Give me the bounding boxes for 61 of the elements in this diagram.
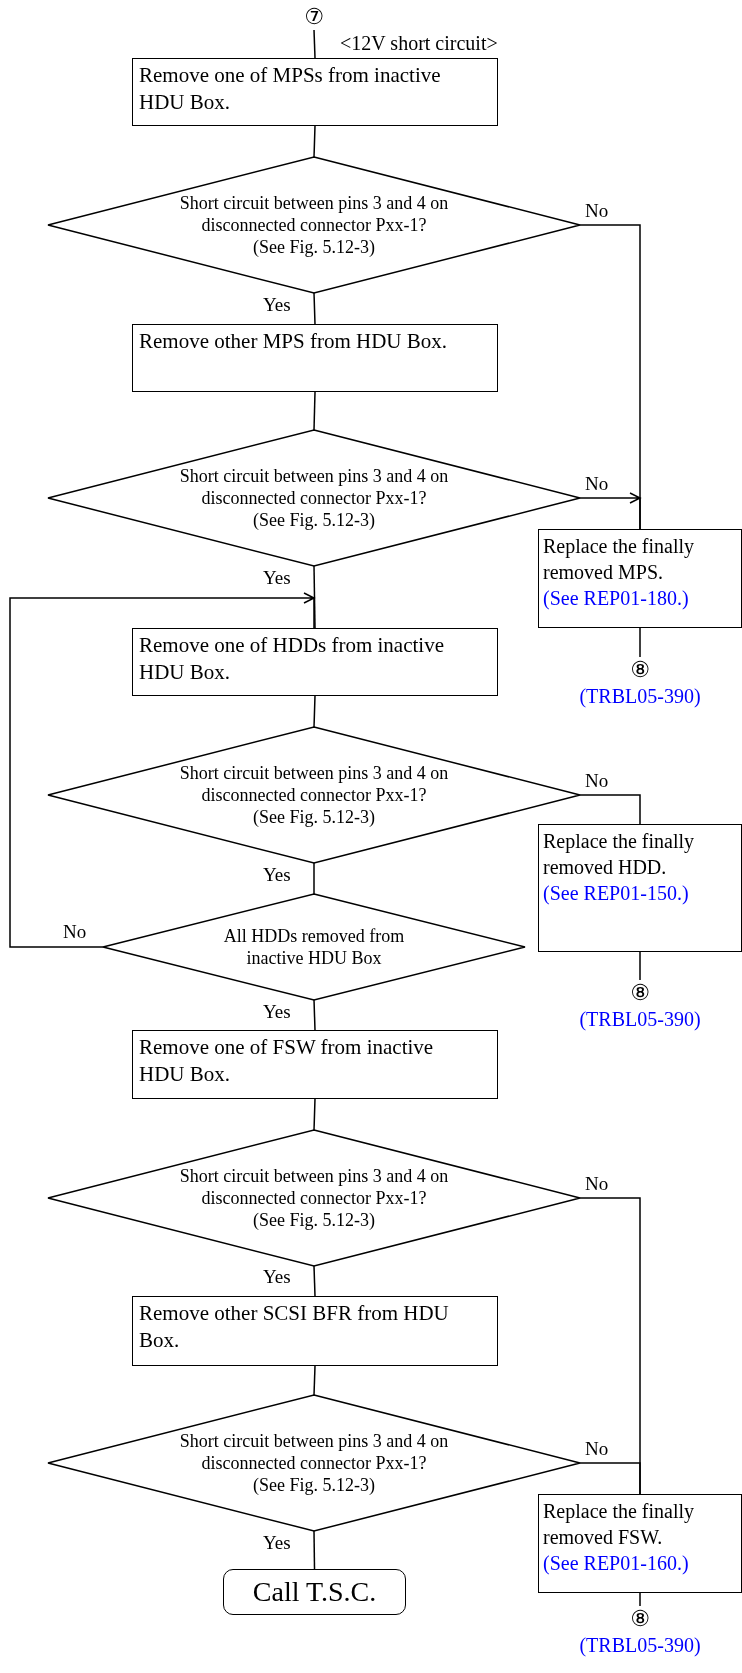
step-text: Remove one of FSW from inactive HDU Box. <box>139 1034 435 1088</box>
reference-link: (See REP01-150.) <box>543 881 690 906</box>
note-label: <12V short circuit> <box>340 32 498 54</box>
page-reference: (TRBL05-390) <box>579 685 701 707</box>
connector-line <box>579 794 641 825</box>
action-box <box>538 529 742 628</box>
step-text: Remove one of MPSs from inactive HDU Box. <box>139 62 442 116</box>
connector-line <box>639 951 641 981</box>
connector-number: ⑧ <box>627 980 653 1006</box>
connector-line <box>639 627 641 658</box>
connector-line <box>313 1530 316 1570</box>
connector-line <box>313 862 315 895</box>
figure-reference: (See Fig. 5.12-3) <box>253 1474 375 1496</box>
connector-line <box>313 999 316 1031</box>
end-terminal: Call T.S.C. <box>223 1569 406 1615</box>
action-box <box>538 824 742 952</box>
connector-number: ⑦ <box>301 4 327 30</box>
question-text: Short circuit between pins 3 and 4 on disconnected connector Pxx-1? <box>178 762 450 806</box>
connector-line <box>579 1462 641 1495</box>
decision-diamond <box>48 157 580 293</box>
process-box <box>132 58 498 126</box>
process-box <box>132 1030 498 1099</box>
decision-diamond <box>103 894 525 1000</box>
figure-reference: (See Fig. 5.12-3) <box>253 509 375 531</box>
step-text: Remove other MPS from HDU Box. <box>139 328 448 355</box>
page-reference: (TRBL05-390) <box>579 1634 701 1656</box>
connector-line <box>313 391 316 431</box>
connector-line <box>313 1265 316 1297</box>
connector-line <box>313 1098 316 1131</box>
figure-reference: (See Fig. 5.12-3) <box>253 1209 375 1231</box>
connector-line <box>313 125 316 158</box>
question-text: Short circuit between pins 3 and 4 on disconnected connector Pxx-1? <box>178 1430 450 1474</box>
action-box <box>538 1494 742 1593</box>
connector-line <box>313 29 316 59</box>
process-box <box>132 628 498 696</box>
connector-line <box>313 565 316 629</box>
step-text: Replace the finally removed FSW. <box>543 1499 696 1550</box>
connector-line <box>313 695 316 728</box>
connector-line <box>313 1365 316 1396</box>
process-box <box>132 324 498 392</box>
connector-number: ⑧ <box>627 657 653 683</box>
figure-reference: (See Fig. 5.12-3) <box>253 236 375 258</box>
decision-diamond <box>48 1130 580 1266</box>
reference-link: (See REP01-160.) <box>543 1551 690 1576</box>
arrow <box>579 492 642 530</box>
step-text: Remove other SCSI BFR from HDU Box. <box>139 1300 450 1354</box>
connector-line <box>313 292 316 325</box>
connector-line <box>639 1592 641 1607</box>
question-text: Short circuit between pins 3 and 4 on disconnected connector Pxx-1? <box>178 1165 450 1209</box>
step-text: Remove one of HDDs from inactive HDU Box. <box>139 632 445 686</box>
step-text: Replace the finally removed HDD. <box>543 829 696 880</box>
figure-reference: (See Fig. 5.12-3) <box>253 806 375 828</box>
question-text: Short circuit between pins 3 and 4 on disconnected connector Pxx-1? <box>178 465 450 509</box>
step-text: Replace the finally removed MPS. <box>543 534 696 585</box>
question-text: Short circuit between pins 3 and 4 on disconnected connector Pxx-1? <box>178 192 450 236</box>
reference-link: (See REP01-180.) <box>543 586 690 611</box>
page-reference: (TRBL05-390) <box>579 1008 701 1030</box>
connector-number: ⑧ <box>627 1606 653 1632</box>
process-box <box>132 1296 498 1366</box>
arrow <box>9 592 316 948</box>
question-text: All HDDs removed from inactive HDU Box <box>222 925 406 969</box>
